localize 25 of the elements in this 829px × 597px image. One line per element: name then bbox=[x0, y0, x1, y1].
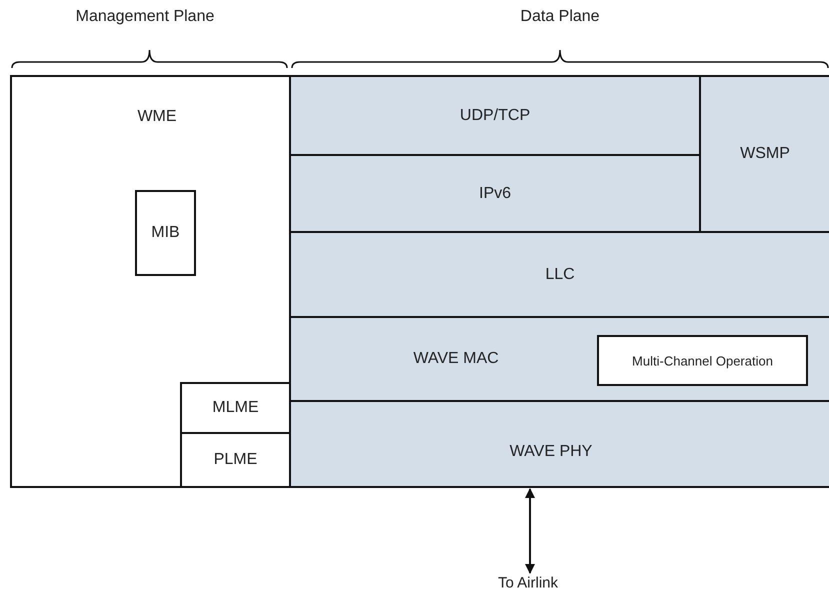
plane-label: Management Plane bbox=[76, 8, 214, 26]
layer-box bbox=[289, 400, 829, 488]
caption-text: To Airlink bbox=[498, 574, 558, 592]
layer-box bbox=[289, 154, 701, 233]
layer-label: Multi-Channel Operation bbox=[632, 353, 773, 368]
module-box bbox=[180, 382, 291, 434]
layer-label: WSMP bbox=[740, 145, 790, 163]
layer-label: UDP/TCP bbox=[460, 106, 530, 124]
sub-layer-box bbox=[597, 335, 808, 386]
layer-box bbox=[289, 231, 829, 318]
layer-box bbox=[289, 75, 701, 156]
layer-box bbox=[699, 75, 829, 233]
layer-label: IPv6 bbox=[479, 184, 511, 202]
layer-label: WAVE MAC bbox=[413, 350, 499, 368]
layer-label: WAVE PHY bbox=[510, 443, 592, 461]
layer-label: WME bbox=[137, 108, 177, 126]
plane-label: Data Plane bbox=[520, 8, 600, 26]
module-box bbox=[135, 190, 196, 276]
layer-label: PLME bbox=[214, 451, 258, 469]
layer-label: MIB bbox=[151, 224, 180, 242]
layer-label: MLME bbox=[212, 399, 259, 417]
layer-label: LLC bbox=[545, 266, 575, 284]
management-box bbox=[10, 75, 291, 488]
arrow bbox=[525, 488, 535, 574]
layer-box bbox=[289, 316, 829, 402]
